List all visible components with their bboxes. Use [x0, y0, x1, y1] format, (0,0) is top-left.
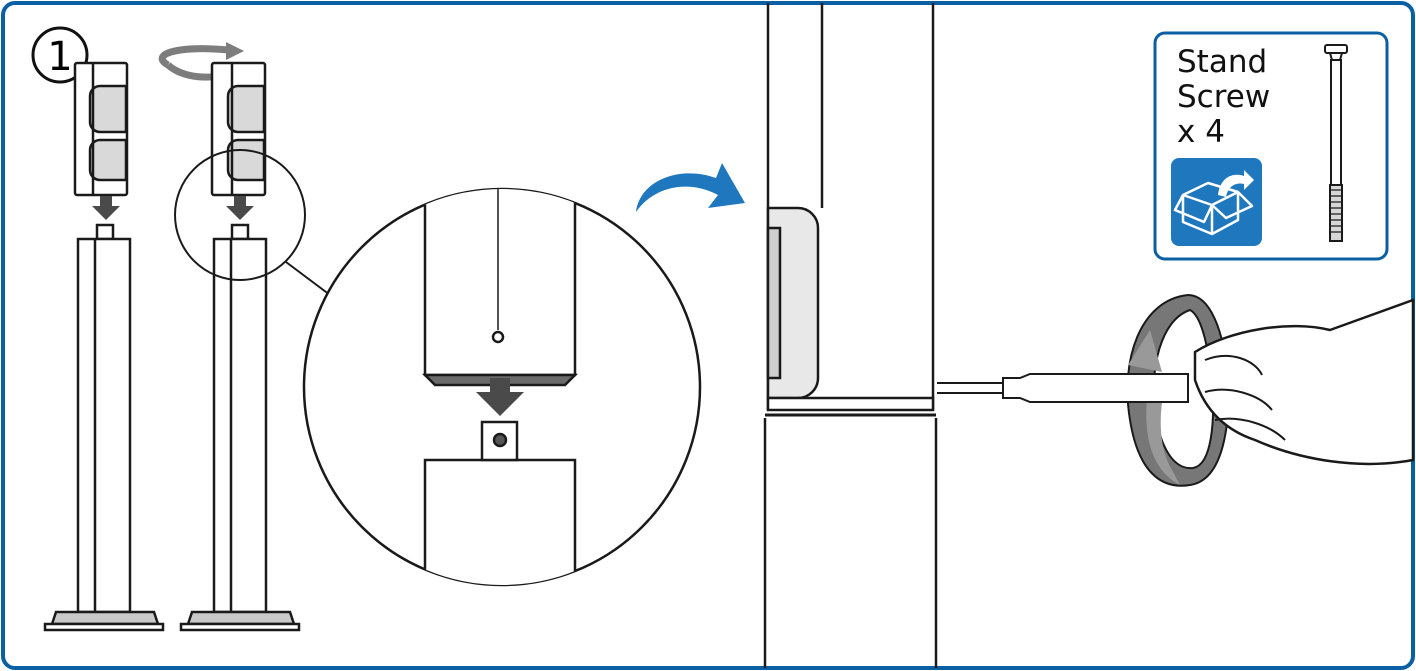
parts-label-line-2: Screw [1177, 79, 1270, 115]
parts-box: Stand Screw x 4 [1153, 31, 1389, 261]
curved-arrow-icon [636, 163, 745, 212]
down-arrow-icon [92, 196, 120, 220]
magnify-down-arrow-icon [476, 378, 524, 416]
speaker-side-view [763, 3, 938, 668]
speaker-left-b [210, 61, 267, 197]
parts-label-line-1: Stand [1177, 44, 1267, 80]
magnify-connector [285, 261, 331, 296]
stand-left-a [43, 223, 165, 632]
stand-left-b [179, 223, 301, 632]
hand-screwdriver-icon [937, 293, 1415, 487]
step-number-badge: 1 [31, 26, 89, 84]
parts-label-line-3: x 4 [1177, 114, 1225, 150]
speaker-left-a [73, 61, 129, 197]
detail-marker-circle [174, 149, 306, 281]
step-number: 1 [47, 34, 72, 80]
down-arrow-icon-2 [226, 196, 254, 220]
magnify-circle-icon [302, 187, 702, 587]
open-box-with-arrow-icon [1171, 158, 1262, 246]
stand-screw-icon [1324, 44, 1348, 242]
